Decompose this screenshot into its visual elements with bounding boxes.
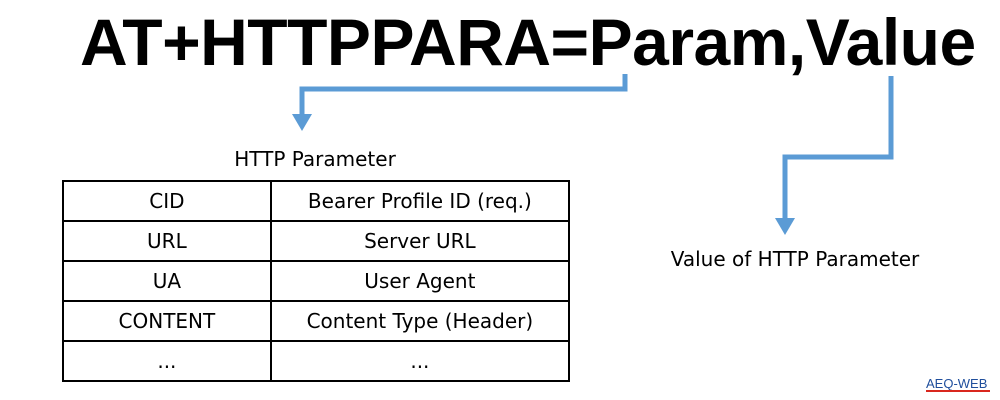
param-description-cell: User Agent: [269, 260, 571, 302]
param-name-cell: CID: [62, 180, 272, 222]
param-arrow-line: [299, 74, 628, 116]
param-description-cell: Server URL: [269, 220, 571, 262]
value-arrow: [775, 76, 894, 235]
table-caption: HTTP Parameter: [234, 147, 396, 171]
param-arrow: [292, 74, 628, 131]
command-title: AT+HTTPPARA=Param,Value: [80, 5, 976, 79]
param-arrow-head: [292, 114, 312, 131]
brand-logo: AEQ-WEB: [926, 376, 988, 391]
param-description-cell: Content Type (Header): [269, 300, 571, 342]
value-arrow-head: [775, 218, 795, 235]
table-row: ......: [62, 340, 571, 382]
param-description-cell: ...: [269, 340, 571, 382]
value-label: Value of HTTP Parameter: [670, 247, 920, 271]
param-description-cell: Bearer Profile ID (req.): [269, 180, 571, 222]
param-name-cell: ...: [62, 340, 272, 382]
param-name-cell: UA: [62, 260, 272, 302]
param-name-cell: CONTENT: [62, 300, 272, 342]
brand-underline: [926, 390, 990, 392]
value-arrow-line: [782, 76, 894, 220]
param-name-cell: URL: [62, 220, 272, 262]
